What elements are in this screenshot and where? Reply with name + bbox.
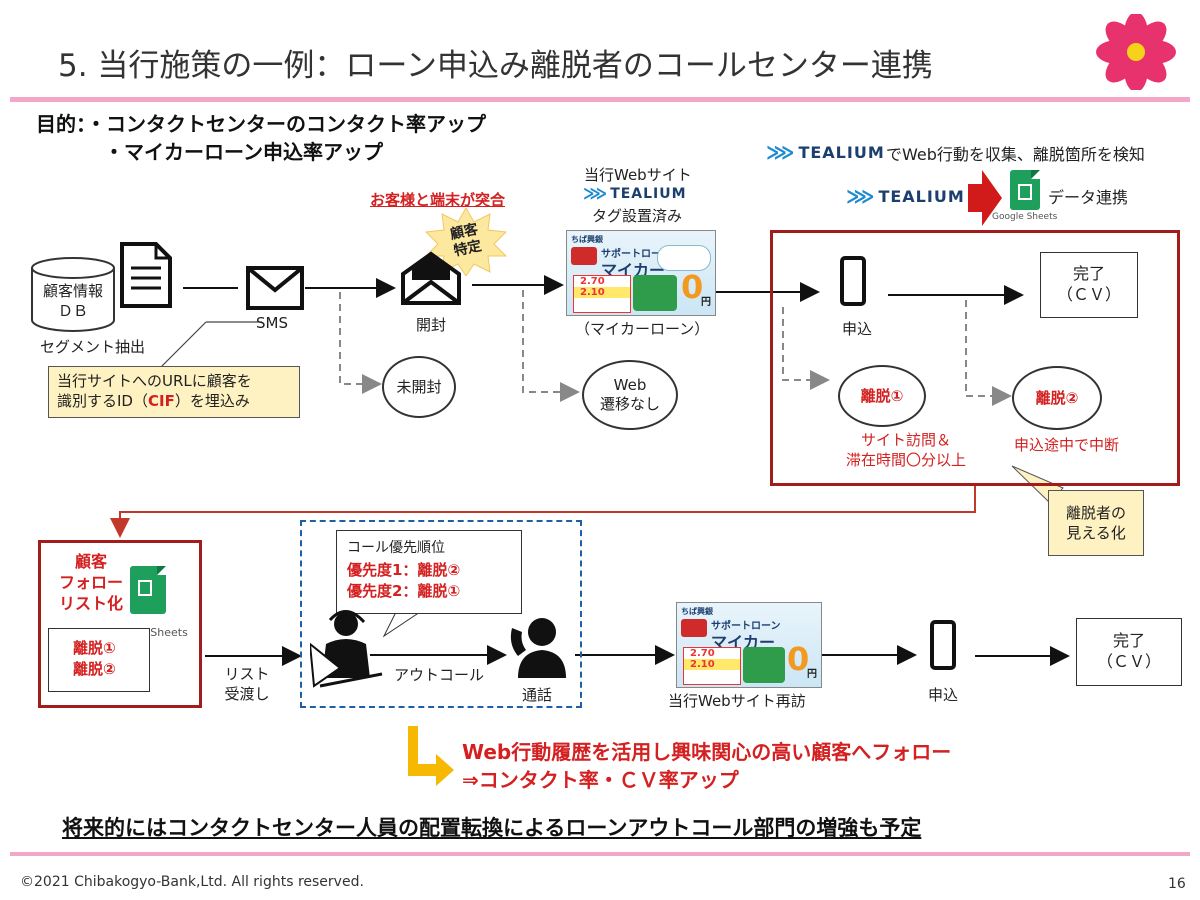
banner-car-icon-2 bbox=[681, 619, 707, 637]
document-icon bbox=[120, 242, 172, 308]
priority-bubble: コール優先順位 優先度1：離脱② 優先度2：離脱① bbox=[336, 530, 522, 614]
tag-installed-label: タグ設置済み bbox=[592, 207, 683, 225]
future-plan: 将来的にはコンタクトセンター人員の配置転換によるローンアウトコール部門の増強も予… bbox=[62, 816, 922, 840]
banner-green-panel-2 bbox=[743, 647, 785, 683]
cif-label: CIF bbox=[147, 392, 175, 411]
no-web-node: Web 遷移なし bbox=[582, 360, 678, 430]
opened-label: 開封 bbox=[416, 316, 447, 334]
call-label: 通話 bbox=[522, 686, 553, 704]
operator-icon bbox=[310, 610, 383, 688]
complete-box: 完了 （ＣＶ） bbox=[1040, 252, 1138, 318]
apply-label-bottom: 申込 bbox=[928, 686, 959, 704]
sms-note: 当行サイトへのURLに顧客を 識別するID（CIF）を埋込み bbox=[48, 366, 300, 418]
red-right-arrow-icon bbox=[968, 170, 1002, 226]
banner-rate-box: 2.70 2.10 bbox=[573, 275, 631, 313]
revisit-label: 当行Webサイト再訪 bbox=[668, 692, 806, 710]
mycar-loan-banner: ちば興銀 サポートローン マイカー 2.70 2.10 0 円 bbox=[566, 230, 716, 316]
priority-title: コール優先順位 bbox=[347, 540, 445, 556]
priority-2: 優先度2：離脱① bbox=[347, 582, 461, 600]
priority-1: 優先度1：離脱② bbox=[347, 561, 461, 579]
apply-label: 申込 bbox=[842, 320, 873, 338]
flower-logo bbox=[1096, 14, 1176, 90]
google-sheets-label-top: Google Sheets bbox=[992, 212, 1058, 222]
banner-rate-box-2: 2.70 2.10 bbox=[683, 647, 741, 685]
followlist-frame bbox=[38, 540, 202, 708]
complete-box-bottom: 完了 （ＣＶ） bbox=[1076, 618, 1182, 686]
database-icon bbox=[31, 257, 115, 332]
sms-note-line2: 識別するID（CIF）を埋込み bbox=[57, 392, 250, 411]
sms-label: SMS bbox=[256, 314, 288, 332]
purpose-line1: 目的：・コンタクトセンターのコンタクト率アップ bbox=[36, 112, 486, 136]
dropout2-desc: 申込途中で中断 bbox=[1014, 436, 1120, 454]
smartphone-icon bbox=[840, 256, 866, 306]
match-label: お客様と端末が突合 bbox=[370, 191, 506, 209]
banner-car-icon bbox=[571, 247, 597, 265]
smartphone-icon-bottom bbox=[930, 620, 956, 670]
sms-envelope-icon bbox=[246, 266, 304, 310]
call-center-frame bbox=[300, 520, 582, 708]
dropout1-node: 離脱① bbox=[838, 365, 926, 427]
page-title: 5. 当行施策の一例：ローン申込み離脱者のコールセンター連携 bbox=[58, 48, 933, 84]
tealium-logo-site: ⋙TEALIUM bbox=[583, 184, 687, 204]
followlist-label: 顧客 フォロー リスト化 bbox=[58, 552, 123, 613]
google-sheets-icon bbox=[1010, 170, 1040, 210]
banner-product1-2: サポートローン bbox=[711, 621, 781, 632]
no-web-label: Web 遷移なし bbox=[599, 376, 660, 413]
dropout2-node: 離脱② bbox=[1012, 366, 1102, 430]
tracking-frame bbox=[770, 230, 1180, 486]
data-link-label: データ連携 bbox=[1048, 188, 1129, 207]
result-line1: Web行動履歴を活用し興味関心の高い顧客へフォロー bbox=[462, 740, 952, 764]
banner-green-panel bbox=[633, 275, 677, 311]
title-divider bbox=[10, 97, 1190, 102]
mycar-loan-banner-revisit: ちば興銀 サポートローン マイカー 2.70 2.10 0 円 bbox=[676, 602, 822, 688]
google-sheets-icon-bottom bbox=[130, 566, 166, 614]
banner-bubble bbox=[657, 245, 711, 271]
sms-note-line1: 当行サイトへのURLに顧客を bbox=[57, 372, 252, 390]
purpose-line2: ・マイカーローン申込率アップ bbox=[104, 140, 383, 164]
list-item-1: 離脱① bbox=[73, 639, 116, 657]
customer-call-icon bbox=[510, 618, 566, 678]
website-label: 当行Webサイト bbox=[584, 166, 692, 184]
yellow-bend-arrow-icon bbox=[408, 726, 454, 786]
dropout1-desc: サイト訪問＆ 滞在時間〇分以上 bbox=[845, 431, 966, 470]
banner-zero: 0 bbox=[681, 268, 704, 306]
handover-label: リスト 受渡し bbox=[224, 665, 270, 704]
tealium-caption: でWeb行動を収集、離脱箇所を検知 bbox=[886, 145, 1145, 164]
footer-divider bbox=[10, 852, 1190, 856]
customer-db-label: 顧客情報 ＤＢ bbox=[42, 282, 103, 320]
tealium-logo-top: ⋙TEALIUM bbox=[766, 140, 885, 164]
page-number: 16 bbox=[1168, 876, 1186, 892]
mycar-caption: （マイカーローン） bbox=[575, 320, 710, 338]
list-item-2: 離脱② bbox=[73, 660, 116, 678]
segment-label: セグメント抽出 bbox=[40, 338, 146, 356]
banner-product1: サポートローン bbox=[601, 249, 671, 260]
outcall-label: アウトコール bbox=[394, 666, 485, 684]
banner-bank-name: ちば興銀 bbox=[571, 235, 603, 244]
banner-zero-2: 0 bbox=[787, 640, 810, 678]
unopened-node: 未開封 bbox=[382, 356, 456, 418]
open-envelope-icon bbox=[401, 251, 461, 305]
banner-yen-2: 円 bbox=[807, 669, 817, 680]
result-line2: ⇒コンタクト率・ＣＶ率アップ bbox=[462, 768, 739, 792]
visualize-note: 離脱者の 見える化 bbox=[1048, 490, 1144, 556]
starburst-badge bbox=[424, 208, 508, 276]
copyright: ©2021 Chibakogyo-Bank,Ltd. All rights re… bbox=[20, 874, 364, 890]
tealium-logo-mid: ⋙TEALIUM bbox=[846, 184, 965, 208]
banner-bank-name-2: ちば興銀 bbox=[681, 607, 713, 616]
dropout-list-box: 離脱① 離脱② bbox=[48, 628, 150, 692]
banner-yen: 円 bbox=[701, 297, 711, 308]
